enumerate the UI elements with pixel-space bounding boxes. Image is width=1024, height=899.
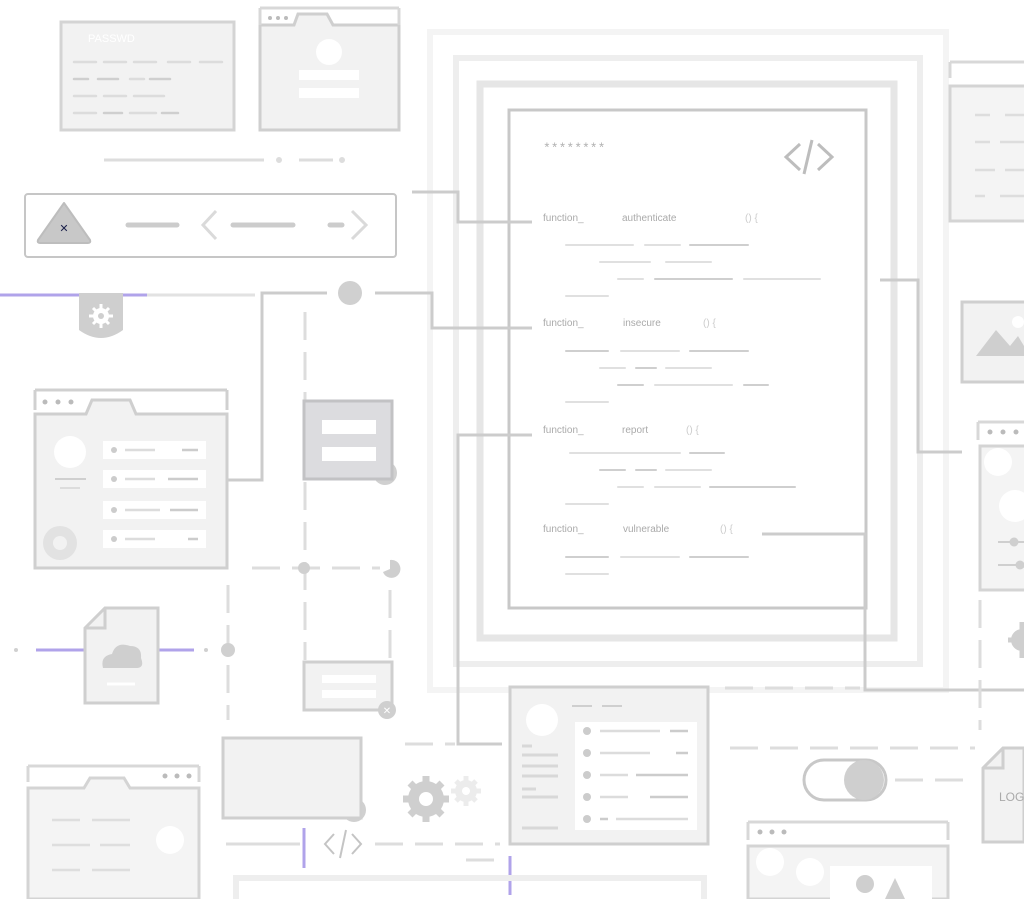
passwd-panel: PASSWD [59,20,236,132]
code-lines-4 [565,556,749,575]
close-icon: ✕ [378,701,396,719]
bottom-strip [233,875,707,899]
connectors [217,190,1024,746]
func-keyword-4: function_ [543,524,584,535]
code-icon [783,139,835,175]
code-lines-3 [565,452,796,505]
func-keyword-3: function_ [543,425,584,436]
func-name-4: vulnerable [623,524,670,535]
bottom-user-window [508,685,710,846]
log-file-icon [981,746,1024,844]
pie-chart-icon [383,559,401,578]
func-keyword-2: function_ [543,318,584,329]
svg-text:✕: ✕ [59,223,68,235]
user-list-window [33,388,229,570]
warning-bar: ✕ [24,193,397,258]
cloud-file-icon [83,606,160,705]
password-mask: ******** [543,141,605,156]
code-lines-1 [565,244,821,297]
bottom-right-window [746,820,950,899]
func-name-2: insecure [623,318,661,329]
code-card: ******** function_ authenticate () { fun… [507,108,868,610]
func-brace-3: () { [686,425,699,436]
func-brace-2: () { [703,318,716,329]
avatar [316,39,342,65]
right-slider-window [976,420,1024,592]
code-lines-2 [565,350,769,403]
notice-card: ✕ [302,660,396,719]
warning-triangle-icon: ✕ [36,202,92,244]
passwd-title: PASSWD [88,33,135,45]
gear-icon [403,776,481,822]
func-name-3: report [622,425,648,436]
func-keyword-1: function_ [543,213,584,224]
empty-card [221,736,363,820]
gear-icon [43,526,77,560]
log-label: LOG [999,790,1024,804]
gear-icon [1008,622,1024,658]
image-icon [960,300,1024,384]
func-name-1: authenticate [622,213,677,224]
right-top-window [948,60,1024,223]
func-brace-1: () { [745,213,758,224]
svg-text:✕: ✕ [383,706,391,717]
passwd-underlines [104,157,345,163]
shield-gear-icon [79,293,123,338]
toggle-icon [802,758,888,802]
menu-card [302,399,394,481]
login-window [258,6,401,132]
bottom-left-window [26,764,201,899]
func-brace-4: () { [720,524,733,535]
code-icon [323,829,363,859]
